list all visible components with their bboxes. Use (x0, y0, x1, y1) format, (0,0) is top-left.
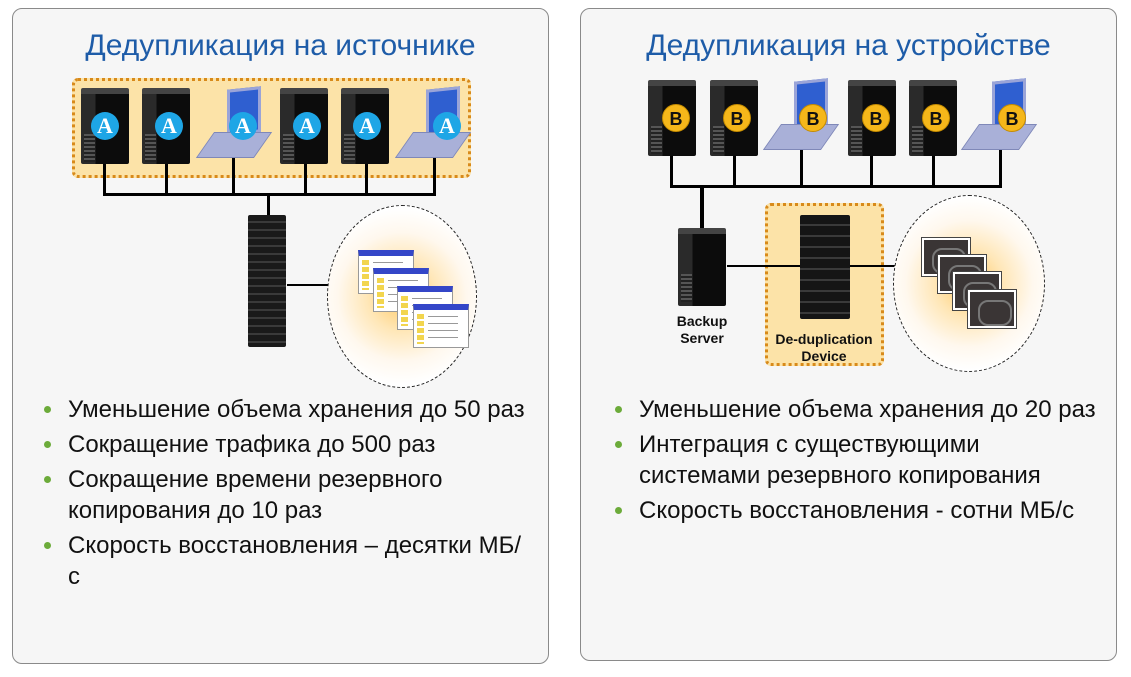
dedup-device-label: De-duplication Device (775, 331, 873, 364)
tape-icon (967, 289, 1017, 329)
bullet-item: Уменьшение объема хранения до 20 раз (613, 394, 1103, 425)
bullet-item: Уменьшение объема хранения до 50 раз (42, 394, 532, 425)
agent-b-badge: B (662, 104, 690, 132)
bullet-item: Скорость восстановления – десятки МБ/с (42, 530, 532, 592)
connector (670, 150, 673, 187)
connector (165, 150, 168, 196)
connector (932, 150, 935, 187)
bullet-item: Сокращение времени резервного копировани… (42, 464, 532, 526)
clients-highlight-box (72, 78, 471, 178)
source-dedup-bullets: Уменьшение объема хранения до 50 раз Сок… (42, 394, 532, 596)
bullet-item: Интеграция с существующими системами рез… (613, 429, 1103, 491)
connector (800, 150, 803, 187)
dedup-device-icon (800, 215, 850, 319)
agent-a-badge: A (353, 112, 381, 140)
agent-b-badge: B (862, 104, 890, 132)
connector (365, 150, 368, 196)
backup-server-icon (678, 228, 726, 306)
agent-a-badge: A (293, 112, 321, 140)
connector (232, 150, 235, 196)
connector (999, 150, 1002, 187)
panel-title: Дедупликация на устройстве (646, 29, 1051, 62)
connector (700, 185, 704, 230)
file-window-icon (413, 304, 469, 348)
agent-a-badge: A (91, 112, 119, 140)
backup-server-label: Backup Server (676, 313, 728, 346)
storage-rack-icon (248, 215, 286, 347)
agent-b-badge: B (998, 104, 1026, 132)
connector (267, 193, 270, 217)
agent-a-badge: A (155, 112, 183, 140)
connector (304, 150, 307, 196)
connector (103, 150, 106, 196)
panel-title: Дедупликация на источнике (85, 29, 476, 62)
agent-a-badge: A (433, 112, 461, 140)
connector (433, 150, 436, 196)
bullet-item: Сокращение трафика до 500 раз (42, 429, 532, 460)
network-bus (670, 185, 1002, 188)
agent-b-badge: B (922, 104, 950, 132)
agent-b-badge: B (723, 104, 751, 132)
connector (870, 150, 873, 187)
device-dedup-bullets: Уменьшение объема хранения до 20 раз Инт… (613, 394, 1103, 530)
agent-b-badge: B (799, 104, 827, 132)
bullet-item: Скорость восстановления - сотни МБ/с (613, 495, 1103, 526)
arrow (287, 284, 345, 286)
agent-a-badge: A (229, 112, 257, 140)
connector (733, 150, 736, 187)
